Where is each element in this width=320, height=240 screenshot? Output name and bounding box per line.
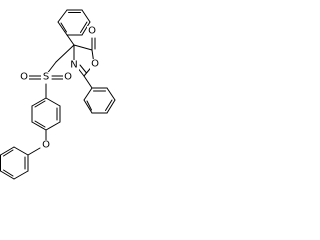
o-phenyl-bond <box>27 147 41 156</box>
c4-ch2-bond <box>55 44 75 63</box>
atom-labels: O N O S O O O <box>19 26 100 151</box>
c4-phenyl-bond <box>66 34 75 46</box>
carbonyl-oxygen-label: O <box>88 26 96 37</box>
ring-nitrogen-label: N <box>70 60 77 71</box>
middle-phenylene-ring <box>31 97 61 142</box>
phenoxy-group <box>0 146 41 180</box>
sulfonyl-oxygen-left-label: O <box>20 72 28 83</box>
c2-n3-double-bond <box>79 64 87 74</box>
oxazolone-ring <box>66 34 96 77</box>
chemical-structure: O N O S O O O <box>0 9 116 180</box>
top-phenyl-ring <box>57 9 91 36</box>
c4-c5-bond <box>73 44 93 51</box>
sulfur-label: S <box>43 72 49 83</box>
right-phenyl-ring <box>83 75 116 114</box>
sulfonyl-oxygen-right-label: O <box>64 72 72 83</box>
ring-oxygen-label: O <box>91 59 99 70</box>
ether-oxygen-label: O <box>42 140 50 151</box>
